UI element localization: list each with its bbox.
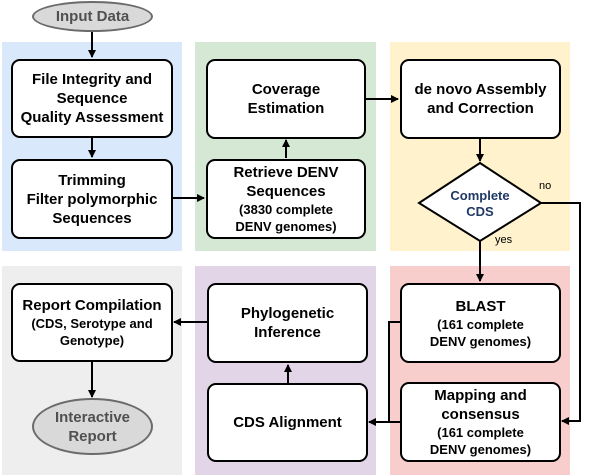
- alignment-line-1: CDS Alignment: [233, 414, 342, 431]
- integrity-line-1: File Integrity and: [31, 71, 152, 88]
- decision-line-1: Complete: [450, 188, 510, 203]
- phylo-node: Phylogenetic Inference: [207, 283, 368, 363]
- input-data-node: Input Data: [32, 1, 153, 32]
- assembly-line-2: and Correction: [427, 100, 534, 117]
- coverage-line-2: Estimation: [247, 100, 325, 117]
- assembly-line-1: de novo Assembly: [414, 81, 547, 98]
- retrieve-line-2: Sequences: [246, 183, 326, 200]
- blast-sub-1: (161 complete: [437, 316, 524, 332]
- coverage-node: Coverage Estimation: [206, 59, 366, 139]
- mapping-node: Mapping and consensus (161 complete DENV…: [400, 382, 561, 462]
- trimming-line-1: Trimming: [58, 171, 126, 189]
- input-data-label: Input Data: [55, 8, 130, 25]
- trimming-node: Trimming Filter polymorphic Sequences: [11, 159, 173, 239]
- integrity-line-3: Quality Assessment: [20, 109, 164, 126]
- edge-blast-to-alignment: [368, 321, 400, 426]
- interactive-report-line-2: Report: [68, 427, 117, 445]
- interactive-report-line-1: Interactive: [54, 408, 131, 426]
- report-sub-2: Genotype): [59, 333, 125, 348]
- phylo-line-2: Inference: [254, 324, 321, 341]
- edge-label-no: no: [539, 180, 552, 192]
- mapping-sub-2: DENV genomes): [429, 442, 532, 457]
- retrieve-line-1: Retrieve DENV: [233, 164, 339, 181]
- retrieve-node: Retrieve DENV Sequences (3830 complete D…: [206, 159, 366, 239]
- mapping-sub-1: (161 complete: [437, 425, 524, 440]
- blast-sub-2: DENV genomes): [429, 333, 532, 349]
- edge-label-yes: yes: [495, 234, 513, 246]
- integrity-node: File Integrity and Sequence Quality Asse…: [11, 59, 173, 138]
- trimming-line-2: Filter polymorphic: [26, 190, 158, 208]
- alignment-node: CDS Alignment: [207, 383, 368, 462]
- assembly-node: de novo Assembly and Correction: [400, 59, 561, 139]
- integrity-line-2: Sequence: [56, 90, 128, 107]
- edge-decision-no-to-mapping: [541, 202, 581, 425]
- report-line-1: Report Compilation: [22, 297, 162, 314]
- report-node: Report Compilation (CDS, Serotype and Ge…: [11, 283, 173, 362]
- retrieve-sub-1: (3830 complete: [239, 202, 333, 217]
- decision-diamond: [417, 161, 543, 243]
- coverage-line-1: Coverage: [251, 81, 321, 98]
- report-sub-1: (CDS, Serotype and: [31, 316, 153, 331]
- blast-line-1: BLAST: [455, 297, 506, 315]
- mapping-line-2: consensus: [441, 406, 520, 423]
- mapping-line-1: Mapping and: [434, 387, 527, 404]
- decision-node: Complete CDS: [438, 184, 522, 224]
- trimming-line-3: Sequences: [52, 209, 132, 227]
- interactive-report-node: Interactive Report: [32, 398, 153, 455]
- decision-line-2: CDS: [466, 204, 494, 219]
- blast-node: BLAST (161 complete DENV genomes): [400, 283, 561, 363]
- retrieve-sub-2: DENV genomes): [235, 219, 337, 234]
- phylo-line-1: Phylogenetic: [240, 305, 335, 322]
